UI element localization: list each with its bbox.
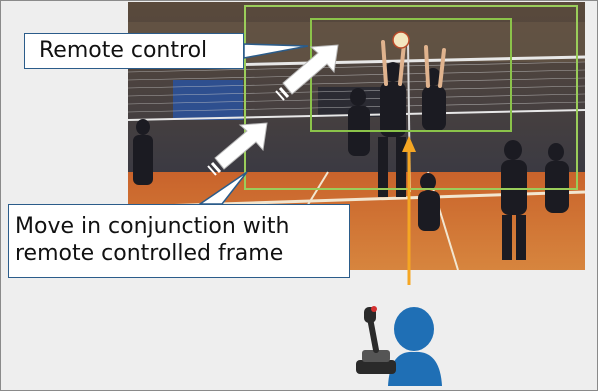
- inner-frame: [310, 18, 512, 132]
- white-double-arrow-icon: [207, 122, 268, 176]
- white-double-arrow-icon: [275, 44, 339, 101]
- remote-callout-pointer: [243, 43, 309, 59]
- operator-joystick-icon: [356, 306, 442, 386]
- move-label-line1: Move in conjunction with: [15, 214, 290, 239]
- move-conjunction-callout: Move in conjunction with remote controll…: [8, 204, 350, 278]
- orange-connector: [402, 136, 416, 285]
- remote-control-callout: Remote control: [24, 33, 244, 69]
- outer-frame: [244, 5, 578, 190]
- remote-control-label: Remote control: [39, 38, 208, 63]
- move-label-line2: remote controlled frame: [15, 241, 284, 266]
- move-callout-pointer: [197, 171, 248, 205]
